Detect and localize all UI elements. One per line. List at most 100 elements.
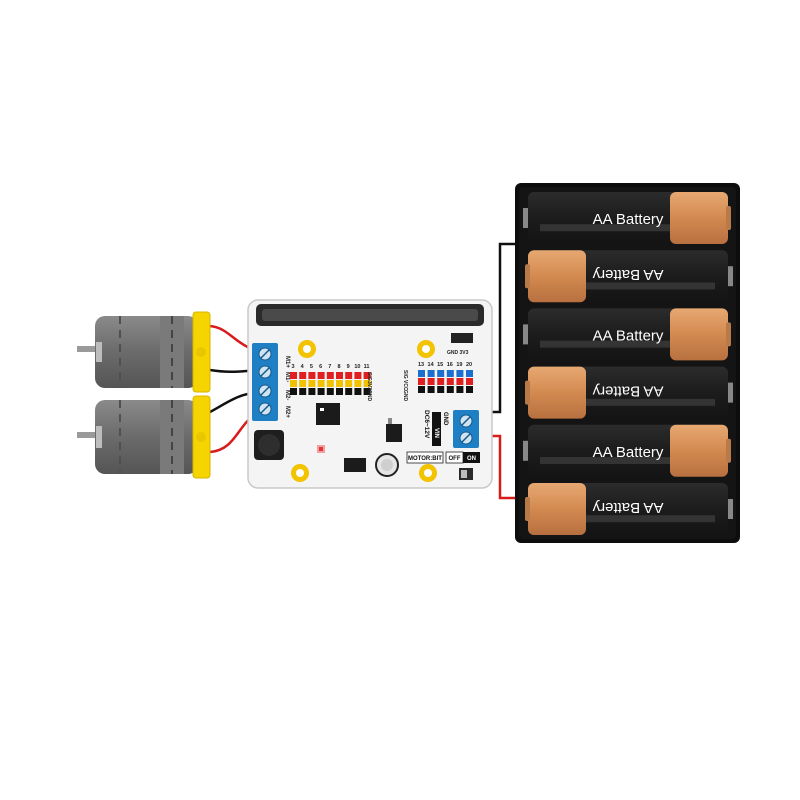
battery-label: AA Battery (593, 211, 664, 228)
header-pin-gnd (363, 388, 371, 395)
left-pin-number: 7 (328, 364, 331, 370)
left-row-label-sig: SIG (366, 372, 372, 381)
header-pin-gnd (437, 386, 445, 393)
power-terminal-block (453, 410, 479, 448)
battery-label: AA Battery (592, 383, 663, 400)
header-pin-sig (326, 372, 334, 379)
header-pin-gnd (336, 388, 343, 395)
vin-label: VIN (433, 428, 439, 438)
aa-battery-cell: AA Battery (523, 308, 731, 361)
header-pin-power (437, 378, 445, 385)
battery-label: AA Battery (593, 444, 664, 461)
switch-on-label: ON (467, 456, 476, 462)
header-pin-sig (427, 370, 435, 377)
header-pin-sig (363, 372, 371, 379)
aa-battery-cell: AA Battery (525, 366, 733, 419)
header-pin-power (418, 378, 425, 385)
right-pin-number: 20 (466, 362, 472, 368)
switch-off-label: OFF (449, 456, 461, 462)
header-pin-sig (336, 372, 343, 379)
regulator-chip (386, 424, 402, 442)
header-pin-power (363, 380, 371, 387)
power-switch[interactable]: OFF ON (445, 451, 480, 480)
header-pin-sig (466, 370, 473, 377)
header-pin-power (326, 380, 334, 387)
header-pin-power (345, 380, 353, 387)
header-pin-power (317, 380, 325, 387)
header-pin-gnd (326, 388, 334, 395)
header-pin-gnd (466, 386, 473, 393)
left-row-label-gnd: GND (366, 390, 372, 402)
header-pin-power (299, 380, 307, 387)
header-pin-gnd (418, 386, 425, 393)
header-pin-power (466, 378, 473, 385)
motor-1 (77, 311, 211, 393)
left-pin-number: 8 (337, 364, 340, 370)
left-pin-number: 9 (347, 364, 350, 370)
header-pin-gnd (299, 388, 307, 395)
header-pin-power (354, 380, 362, 387)
header-pin-gnd (446, 386, 454, 393)
header-pin-gnd (308, 388, 316, 395)
header-pin-sig (308, 372, 316, 379)
motor-terminal-block (252, 343, 278, 421)
header-pin-gnd (427, 386, 435, 393)
header-pin-sig (446, 370, 454, 377)
battery-holder: AA Battery AA Battery AA Battery AA Battery… (515, 183, 740, 543)
header-pin-sig (418, 370, 425, 377)
battery-cells: AA Battery AA Battery AA Battery AA Battery… (523, 192, 733, 535)
header-pin-power (446, 378, 454, 385)
header-pin-gnd (317, 388, 325, 395)
header-pin-sig (354, 372, 362, 379)
terminal-label-m2p: M2+ (284, 406, 290, 418)
left-row-label-3v3: 3V3 (366, 381, 372, 390)
header-pin-sig (437, 370, 445, 377)
header-pin-power (308, 380, 316, 387)
header-pin-gnd (456, 386, 464, 393)
right-pin-number: 14 (428, 362, 435, 368)
left-pin-number: 6 (319, 364, 322, 370)
top-connector (451, 333, 473, 343)
right-pin-number: 13 (418, 362, 424, 368)
left-pin-number: 4 (301, 364, 305, 370)
header-pin-power (336, 380, 343, 387)
board-name: MOTOR:BIT (408, 456, 442, 462)
header-pin-sig (456, 370, 464, 377)
aa-battery-cell: AA Battery (525, 250, 733, 303)
header-pin-gnd (290, 388, 297, 395)
left-pin-number: 11 (364, 364, 370, 370)
battery-label: AA Battery (592, 266, 663, 283)
terminal-label-m1p: M1+ (284, 356, 290, 368)
left-pin-number: 5 (310, 364, 313, 370)
aa-battery-cell: AA Battery (525, 483, 733, 535)
battery-label: AA Battery (592, 499, 663, 516)
header-pin-sig (317, 372, 325, 379)
aa-battery-cell: AA Battery (523, 192, 731, 244)
right-row-label-gnd: GND (402, 390, 408, 402)
left-pin-number: 10 (354, 364, 360, 370)
right-pin-number: 16 (447, 362, 453, 368)
small-chip (344, 458, 366, 472)
terminal-label-m1n: M1- (284, 372, 290, 382)
motor-2 (77, 395, 211, 479)
header-pin-power (290, 380, 297, 387)
header-pin-sig (299, 372, 307, 379)
left-pin-number: 3 (291, 364, 294, 370)
aa-battery-cell: AA Battery (523, 424, 731, 477)
gnd-power-label: GND (442, 412, 448, 426)
header-pin-power (456, 378, 464, 385)
header-pin-power (427, 378, 435, 385)
battery-label: AA Battery (593, 327, 664, 344)
right-row-label-vcc: VCC (402, 380, 408, 391)
header-pin-gnd (354, 388, 362, 395)
power-input-label: DC6~12V (423, 410, 430, 439)
driver-chip (316, 403, 340, 425)
header-pin-sig (345, 372, 353, 379)
right-row-label-sig: SIG (402, 370, 408, 379)
header-pin-gnd (345, 388, 353, 395)
right-pin-number: 15 (437, 362, 443, 368)
